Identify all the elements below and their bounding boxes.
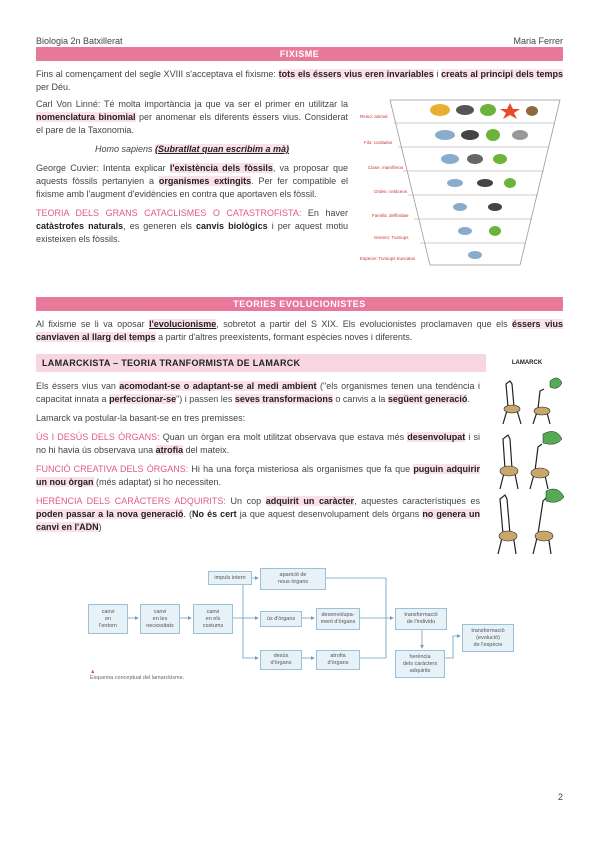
box-canvi-necessitats: canvi en les necessitats: [140, 604, 180, 634]
homo-sapiens-example: Homo sapiens (Subratllat quan escribim a…: [94, 144, 290, 154]
box-canvi-costums: canvi en els costums: [193, 604, 233, 634]
box-transformacio-especie: transformació (evolució) de l'espècie: [462, 624, 514, 652]
giraffe-drawings-svg: [490, 377, 565, 555]
catastrofisme-paragraph: TEORIA DELS GRANS CATACLISMES O CATASTRO…: [36, 208, 348, 244]
box-aparicio-organs: aparició de nous òrgans: [260, 568, 326, 590]
lamarck-giraffe-illustration: LAMARCK: [488, 360, 566, 560]
section-title-teories: TEORIES EVOLUCIONISTES: [36, 297, 563, 311]
premissa-us-desus: ÚS I DESÚS DELS ÒRGANS: Quan un òrgan er…: [36, 432, 481, 455]
header-course: Biologia 2n Batxillerat: [36, 36, 123, 46]
taxonomy-label-genero: Genero: Tursiops: [374, 235, 409, 240]
cuvier-paragraph: George Cuvier: Intenta explicar l'existè…: [36, 163, 348, 199]
box-impuls-intern: impuls intern: [208, 571, 252, 585]
lamarck-image-label: LAMARCK: [511, 360, 543, 366]
lamarckism-concept-diagram: canvi en l'entorn canvi en les necessita…: [88, 566, 518, 691]
diagram-caption: ▲Esquema conceptual del lamarckisme.: [90, 669, 185, 681]
taxonomy-label-orden: Orden: cetáceos: [374, 189, 408, 194]
box-herencia: herència dels caràcters adquirits: [395, 650, 445, 678]
taxonomy-label-clase: Clase: mamíferos: [368, 165, 404, 170]
header-author: Maria Ferrer: [513, 36, 563, 46]
taxonomy-label-filo: Filo: cordados: [364, 140, 393, 145]
fixisme-paragraph-1: Fins al començament del segle XVIII s'ac…: [36, 69, 563, 92]
taxonomy-label-familia: Familia: delfínidae: [372, 213, 409, 218]
teories-paragraph: Al fixisme se li va oposar l'evolucionis…: [36, 319, 563, 342]
section-title-lamarck: LAMARCKISTA – TEORIA TRANFORMISTA DE LAM…: [36, 354, 486, 372]
taxonomy-funnel-svg: [389, 99, 561, 266]
caption-marker-icon: ▲: [90, 669, 96, 675]
lamarck-paragraph-2: Lamarck va postular-la basant-se en tres…: [36, 413, 246, 423]
lamarck-text: Els éssers vius van acomodant-se o adapt…: [36, 380, 480, 540]
animal-icons: [430, 103, 538, 259]
taxonomy-label-especie: Especie: Tursiops truncatus: [360, 256, 416, 261]
box-us-organs: ús d'òrgans: [260, 611, 302, 627]
box-transformacio-individu: transformació de l'individu: [395, 608, 447, 630]
linne-paragraph: Carl Von Linné: Té molta importància ja …: [36, 99, 348, 135]
fixisme-left-column: Carl Von Linné: Té molta importància ja …: [36, 98, 348, 252]
lamarck-paragraph-1: Els éssers vius van acomodant-se o adapt…: [36, 381, 481, 404]
page-number: 2: [557, 792, 563, 802]
taxonomy-label-reino: Reino: animal: [360, 114, 388, 119]
section-title-fixisme: FIXISME: [36, 47, 563, 61]
box-desenvolupament: desenvolupa- ment d'òrgans: [316, 608, 360, 630]
box-canvi-entorn: canvi en l'entorn: [88, 604, 128, 634]
box-desus-organs: desús d'òrgans: [260, 650, 302, 670]
premissa-funcio-creativa: FUNCIÓ CREATIVA DELS ÒRGANS: Hi ha una f…: [36, 464, 480, 487]
premissa-herencia: HERÈNCIA DELS CARÀCTERS ADQUIRITS: Un co…: [36, 496, 480, 532]
box-atrofia: atrofia d'òrgans: [316, 650, 360, 670]
taxonomy-funnel-figure: Reino: animal Filo: cordados Clase: mamí…: [360, 95, 565, 270]
diagram-arrows-svg: [126, 576, 461, 660]
